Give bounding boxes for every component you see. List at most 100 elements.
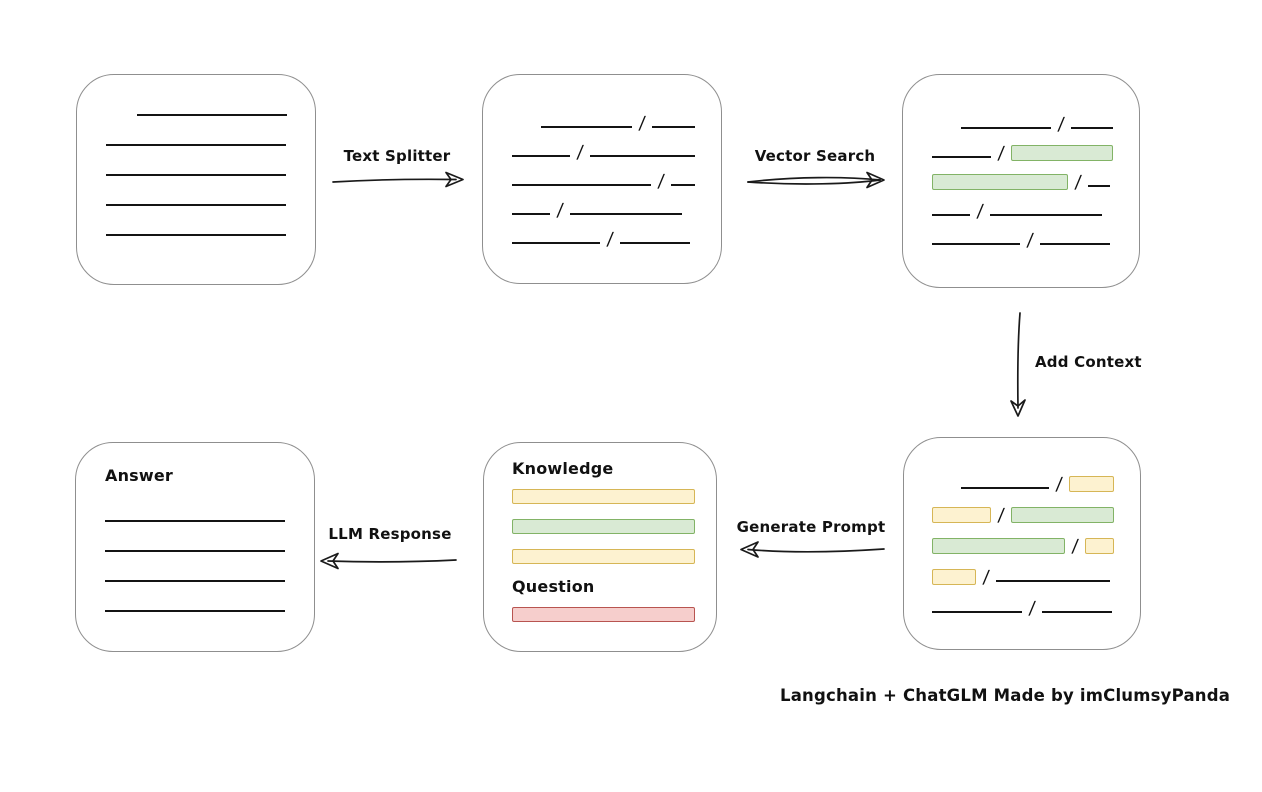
segment-row: / bbox=[932, 495, 1114, 526]
answer-lines bbox=[105, 498, 288, 618]
knowledge-bars bbox=[512, 489, 695, 564]
segment-row: / bbox=[932, 106, 1113, 135]
green-highlight-chip bbox=[932, 538, 1065, 554]
text-line bbox=[512, 155, 571, 157]
generate-prompt-label: Generate Prompt bbox=[736, 518, 886, 536]
text-line bbox=[932, 214, 970, 216]
slash-separator: / bbox=[605, 229, 615, 250]
segment-row bbox=[106, 182, 289, 212]
segment-row bbox=[105, 588, 288, 618]
text-line bbox=[106, 144, 286, 146]
text-line bbox=[961, 487, 1049, 489]
box-matched-chunks: / / / / / bbox=[902, 74, 1140, 288]
segment-row: / bbox=[512, 163, 695, 192]
text-line bbox=[1040, 243, 1111, 245]
segment-row bbox=[106, 152, 289, 182]
green-highlight-chip bbox=[1011, 145, 1113, 161]
text-line bbox=[961, 127, 1051, 129]
segment-row: / bbox=[932, 588, 1114, 619]
segment-row: / bbox=[512, 192, 695, 221]
slash-separator: / bbox=[1054, 474, 1063, 495]
llm-response-arrow bbox=[320, 552, 457, 570]
red-bar bbox=[512, 607, 695, 622]
slash-separator: / bbox=[1070, 536, 1079, 557]
yellow-highlight-chip bbox=[1084, 538, 1114, 554]
generate-prompt-arrow bbox=[740, 541, 885, 558]
segment-row: / bbox=[932, 526, 1114, 557]
segment-row bbox=[105, 528, 288, 558]
slash-separator: / bbox=[1056, 114, 1065, 135]
segment-row: / bbox=[932, 164, 1113, 193]
text-line bbox=[932, 156, 992, 158]
segment-row: / bbox=[932, 193, 1113, 222]
segment-row bbox=[106, 212, 289, 242]
yellow-bar bbox=[512, 489, 695, 504]
source-document-lines bbox=[106, 92, 289, 242]
text-line bbox=[1088, 185, 1111, 187]
matched-chunks-lines: / / / / / bbox=[932, 106, 1113, 251]
box-source-document bbox=[76, 74, 316, 285]
text-line bbox=[671, 184, 695, 186]
text-line bbox=[996, 580, 1111, 582]
text-chunks-lines: ///// bbox=[512, 105, 695, 250]
text-line bbox=[541, 126, 632, 128]
slash-separator: / bbox=[1027, 598, 1037, 619]
question-bars bbox=[512, 607, 695, 622]
text-line bbox=[137, 114, 287, 116]
text-line bbox=[512, 242, 600, 244]
text-line bbox=[932, 611, 1022, 613]
segment-row: / bbox=[512, 105, 695, 134]
green-highlight-chip bbox=[932, 174, 1068, 190]
text-line bbox=[105, 520, 285, 522]
text-line bbox=[1070, 127, 1113, 129]
text-line bbox=[620, 242, 691, 244]
text-line bbox=[651, 126, 695, 128]
text-line bbox=[990, 214, 1103, 216]
footer-credit: Langchain + ChatGLM Made by imClumsyPand… bbox=[780, 686, 1231, 705]
text-line bbox=[106, 174, 286, 176]
slash-separator: / bbox=[975, 201, 985, 222]
slash-separator: / bbox=[997, 143, 1006, 164]
add-context-arrow bbox=[1010, 312, 1026, 417]
answer-label: Answer bbox=[105, 466, 174, 485]
yellow-bar bbox=[512, 549, 695, 564]
yellow-highlight-chip bbox=[1068, 476, 1114, 492]
box-text-chunks: ///// bbox=[482, 74, 722, 284]
add-context-label: Add Context bbox=[1035, 353, 1142, 371]
slash-separator: / bbox=[575, 142, 585, 163]
context-chunks-lines: ///// bbox=[932, 464, 1114, 619]
text-line bbox=[590, 155, 695, 157]
segment-row: / bbox=[932, 222, 1113, 251]
slash-separator: / bbox=[637, 113, 647, 134]
slash-separator: / bbox=[981, 567, 991, 588]
question-label: Question bbox=[512, 577, 595, 596]
text-line bbox=[106, 204, 286, 206]
segment-row bbox=[106, 92, 289, 122]
text-line bbox=[105, 580, 285, 582]
segment-row: / bbox=[512, 221, 695, 250]
segment-row: / bbox=[932, 557, 1114, 588]
slash-separator: / bbox=[1025, 230, 1035, 251]
vector-search-arrow bbox=[747, 171, 885, 189]
llm-response-label: LLM Response bbox=[328, 525, 452, 543]
green-highlight-chip bbox=[1010, 507, 1114, 523]
segment-row bbox=[105, 558, 288, 588]
text-line bbox=[105, 550, 285, 552]
box-answer: Answer bbox=[75, 442, 315, 652]
knowledge-label: Knowledge bbox=[512, 459, 614, 478]
text-splitter-label: Text Splitter bbox=[343, 147, 451, 165]
green-bar bbox=[512, 519, 695, 534]
text-line bbox=[570, 213, 683, 215]
segment-row bbox=[106, 122, 289, 152]
segment-row bbox=[105, 498, 288, 528]
segment-row: / bbox=[932, 464, 1114, 495]
slash-separator: / bbox=[555, 200, 565, 221]
text-line bbox=[1042, 611, 1113, 613]
slash-separator: / bbox=[1073, 172, 1083, 193]
box-prompt: Knowledge Question bbox=[483, 442, 717, 652]
text-line bbox=[512, 213, 550, 215]
box-context-chunks: ///// bbox=[903, 437, 1141, 650]
yellow-highlight-chip bbox=[932, 569, 976, 585]
vector-search-label: Vector Search bbox=[754, 147, 876, 165]
